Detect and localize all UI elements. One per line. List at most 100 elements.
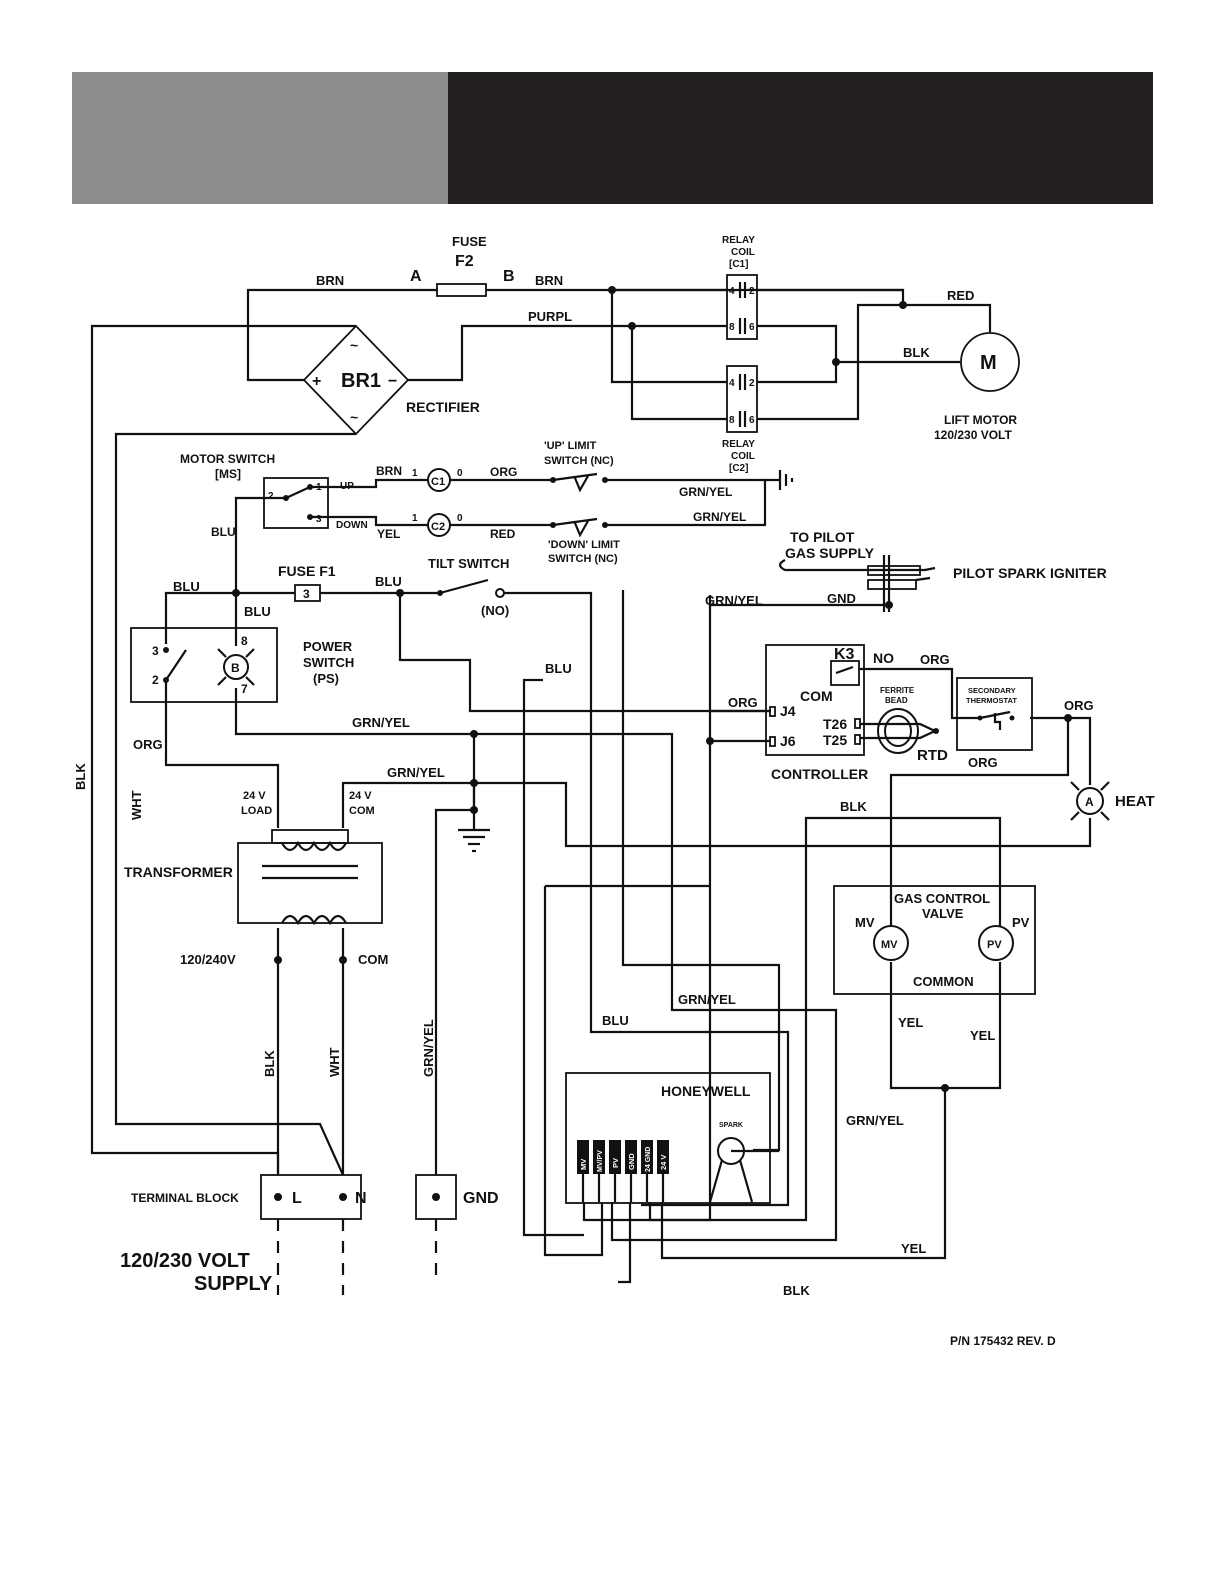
wire-grn-yel-igniter bbox=[582, 595, 712, 1222]
label-org-up: ORG bbox=[490, 465, 517, 479]
wires bbox=[90, 288, 1092, 1284]
lift-motor: M LIFT MOTOR 120/230 VOLT bbox=[934, 332, 1020, 442]
honeywell-module: HONEYWELL MV MV/PV PV GND 24 GND 24 V SP… bbox=[565, 1072, 779, 1204]
relay-c2-line2: COIL bbox=[731, 451, 755, 462]
junction-dots bbox=[232, 286, 1072, 1092]
power-switch-p2: 2 bbox=[152, 673, 159, 687]
label-yel-pv: YEL bbox=[970, 1028, 995, 1043]
fuse-f1-label: FUSE F1 bbox=[278, 563, 336, 579]
transformer-box bbox=[237, 842, 383, 924]
coil-c1: C1 1 0 bbox=[412, 468, 463, 492]
part-number: P/N 175432 REV. D bbox=[950, 1334, 1056, 1348]
wire-yel-bottom bbox=[660, 1088, 947, 1260]
label-grn-yel-down: GRN/YEL bbox=[693, 510, 746, 524]
chassis-ground-top bbox=[778, 470, 794, 490]
honeywell-spark-label: SPARK bbox=[719, 1122, 743, 1129]
terminal-block-box bbox=[260, 1174, 362, 1220]
power-switch-line2: SWITCH bbox=[303, 655, 354, 670]
gas-valve-mv-inner: MV bbox=[881, 939, 898, 951]
rectifier-label: RECTIFIER bbox=[406, 399, 480, 415]
supply-leads: 120/230 VOLT SUPPLY bbox=[120, 1219, 438, 1295]
pilot-igniter-label: PILOT SPARK IGNITER bbox=[953, 565, 1107, 581]
rectifier-diamond bbox=[302, 324, 410, 436]
ferrite-label-1: FERRITE bbox=[880, 686, 915, 695]
lift-motor-line1: LIFT MOTOR bbox=[944, 413, 1017, 427]
down-limit-line1: 'DOWN' LIMIT bbox=[548, 539, 620, 551]
wire-blk-bottom bbox=[618, 1202, 632, 1284]
controller-k3: K3 bbox=[834, 646, 855, 663]
relay-c2-p8: 8 bbox=[729, 415, 735, 426]
label-red-motor: RED bbox=[947, 288, 974, 303]
label-yel-mv: YEL bbox=[898, 1015, 923, 1030]
motor-switch: MOTOR SWITCH [MS] 1 2 3 UP DOWN bbox=[180, 452, 368, 531]
sec-thermostat-box bbox=[956, 677, 1033, 751]
label-red-down: RED bbox=[490, 527, 516, 541]
relay-c2-line1: RELAY bbox=[722, 439, 755, 450]
wire-mid-left bbox=[543, 886, 604, 1257]
motor-switch-p1: 1 bbox=[316, 482, 322, 493]
relay-c1-p2: 2 bbox=[749, 286, 755, 297]
wire-yel-down bbox=[310, 515, 428, 527]
transformer-primary: 120/240V bbox=[180, 952, 236, 967]
wire-purpl bbox=[408, 324, 727, 382]
supply-line1: 120/230 VOLT bbox=[120, 1250, 250, 1272]
label-wht-supply: WHT bbox=[327, 1047, 342, 1077]
label-blk-supply: BLK bbox=[262, 1050, 277, 1077]
wire-org-no bbox=[859, 667, 980, 720]
label-blu-hw: BLU bbox=[602, 1013, 629, 1028]
up-limit-switch: 'UP' LIMIT SWITCH (NC) bbox=[544, 440, 614, 493]
honeywell-term-24v: 24 V bbox=[659, 1155, 668, 1170]
motor-switch-p3: 3 bbox=[316, 514, 322, 525]
coil-c1-t1: 1 bbox=[412, 468, 418, 479]
power-switch-p7: 7 bbox=[241, 682, 248, 696]
terminal-block-n: N bbox=[355, 1190, 367, 1207]
controller-t26: T26 bbox=[823, 716, 847, 732]
controller-com: COM bbox=[800, 688, 833, 704]
fuse-f1-num: 3 bbox=[303, 587, 310, 601]
transformer-com2: COM bbox=[349, 805, 375, 817]
label-yel-bottom: YEL bbox=[901, 1241, 926, 1256]
relay-c2-p4: 4 bbox=[729, 378, 735, 389]
up-limit-line2: SWITCH (NC) bbox=[544, 455, 614, 467]
ferrite-bead bbox=[877, 708, 919, 754]
lift-motor-circle bbox=[960, 332, 1020, 392]
ferrite-label-2: BEAD bbox=[885, 696, 908, 705]
power-switch: B 3 2 8 7 POWER SWITCH (PS) bbox=[130, 627, 354, 703]
honeywell-term-gnd: GND bbox=[627, 1153, 636, 1170]
power-switch-box bbox=[130, 627, 278, 703]
fuse-f2-title: FUSE bbox=[452, 234, 487, 249]
fuse-f1-body bbox=[294, 584, 321, 602]
tilt-switch: TILT SWITCH (NO) bbox=[428, 556, 509, 618]
wire-org-ps bbox=[164, 680, 280, 828]
label-blu-f1: BLU bbox=[375, 574, 402, 589]
gas-control-valve: GAS CONTROL VALVE MV PV MV PV COMMON bbox=[833, 885, 1036, 995]
coil-c1-symbol: C1 bbox=[431, 476, 445, 488]
wire-blk-motor bbox=[757, 324, 960, 364]
motor-switch-line2: [MS] bbox=[215, 467, 241, 481]
rectifier-name: BR1 bbox=[341, 370, 381, 392]
power-switch-p8: 8 bbox=[241, 634, 248, 648]
relay-c2-line3: [C2] bbox=[729, 463, 748, 474]
controller-label: CONTROLLER bbox=[771, 766, 868, 782]
relay-c1-line1: RELAY bbox=[722, 235, 755, 246]
label-grn-yel-com: GRN/YEL bbox=[387, 765, 445, 780]
transformer-load1: 24 V bbox=[243, 790, 266, 802]
lift-motor-symbol: M bbox=[980, 352, 997, 374]
header-black-block bbox=[448, 72, 1153, 204]
label-blk-heat: BLK bbox=[840, 799, 867, 814]
label-grn-yel-right: GRN/YEL bbox=[846, 1113, 904, 1128]
wire-blu-ps bbox=[164, 591, 295, 644]
controller-j6: J6 bbox=[780, 733, 796, 749]
rectifier-minus: − bbox=[388, 373, 397, 390]
fuse-f2: FUSE F2 A B bbox=[410, 234, 515, 297]
label-blk-motor: BLK bbox=[903, 345, 930, 360]
wire-wht-outer bbox=[114, 432, 356, 1176]
pilot-gas-line bbox=[778, 559, 936, 572]
motor-switch-box bbox=[263, 477, 329, 529]
wire-brn-c2-4 bbox=[610, 290, 727, 384]
controller-box bbox=[765, 644, 865, 756]
rectifier-ac1: ~ bbox=[350, 337, 358, 353]
terminal-block-label: TERMINAL BLOCK bbox=[131, 1191, 239, 1205]
label-grn-yel-mid: GRN/YEL bbox=[678, 992, 736, 1007]
relay-c2-box bbox=[726, 365, 758, 433]
